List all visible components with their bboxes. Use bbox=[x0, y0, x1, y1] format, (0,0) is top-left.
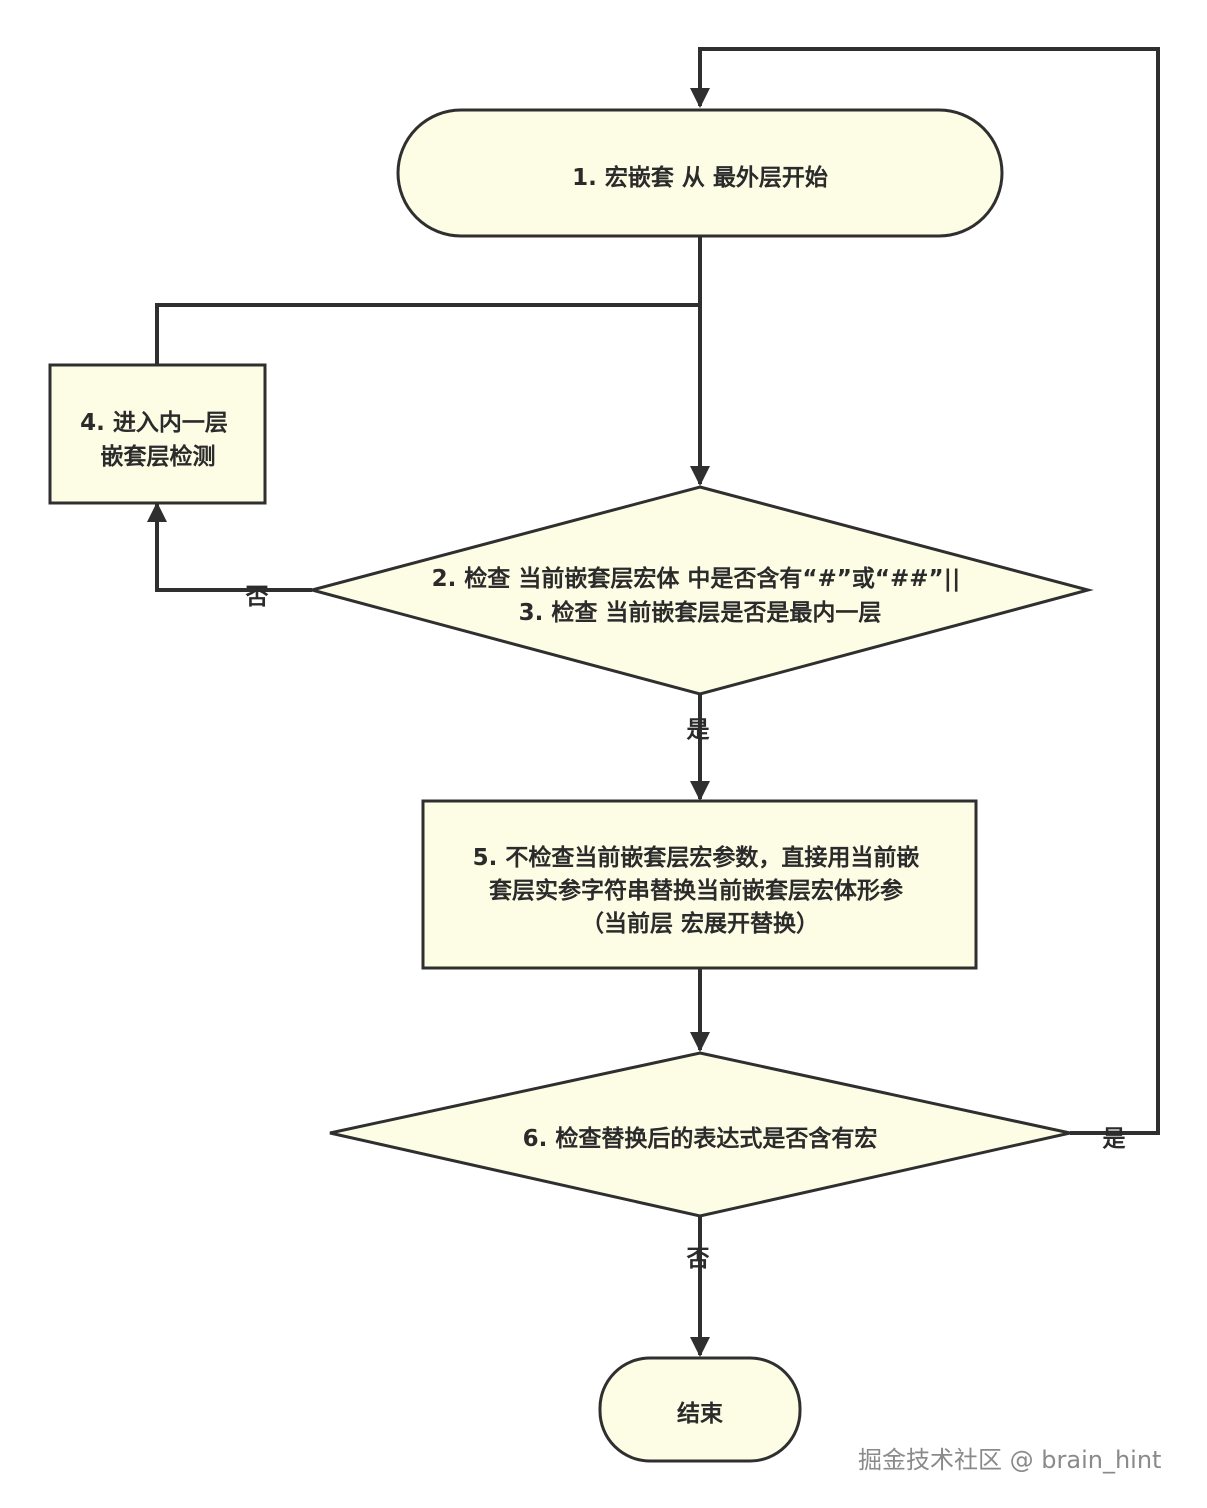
edge-label-check-macro-yes: 是 bbox=[1103, 1126, 1126, 1152]
replace-node bbox=[421, 799, 978, 970]
start-label: 1. 宏嵌套 从 最外层开始 bbox=[572, 164, 828, 191]
enter-inner-node bbox=[48, 363, 267, 505]
edge-check-macro-yes-loop bbox=[690, 47, 1160, 1135]
replace-label: 5. 不检查当前嵌套层宏参数，直接用当前嵌 套层实参字符串替换当前嵌套层宏体形参… bbox=[473, 844, 928, 937]
connectors bbox=[147, 47, 1160, 1357]
end-node bbox=[598, 1356, 802, 1463]
check-inner-label: 2. 检查 当前嵌套层宏体 中是否含有“#”或“##”|| 3. 检查 当前嵌套… bbox=[432, 565, 969, 626]
edge-label-check-inner-no: 否 bbox=[245, 584, 269, 610]
check-inner-decision bbox=[306, 485, 1094, 696]
edge-check-inner-no bbox=[147, 502, 312, 592]
enter-inner-label: 4. 进入内一层 嵌套层检测 bbox=[80, 410, 236, 470]
edge-enter-inner-to-main bbox=[155, 303, 700, 365]
check-macro-decision bbox=[329, 1051, 1071, 1218]
end-label: 结束 bbox=[677, 1401, 724, 1427]
watermark: 掘金技术社区 @ brain_hint bbox=[858, 1446, 1162, 1474]
edge-label-check-inner-yes: 是 bbox=[687, 717, 710, 743]
nodes bbox=[48, 108, 1094, 1463]
start-node bbox=[396, 108, 1004, 238]
check-macro-label: 6. 检查替换后的表达式是否含有宏 bbox=[523, 1125, 878, 1152]
edge-label-check-macro-no: 否 bbox=[686, 1246, 710, 1272]
